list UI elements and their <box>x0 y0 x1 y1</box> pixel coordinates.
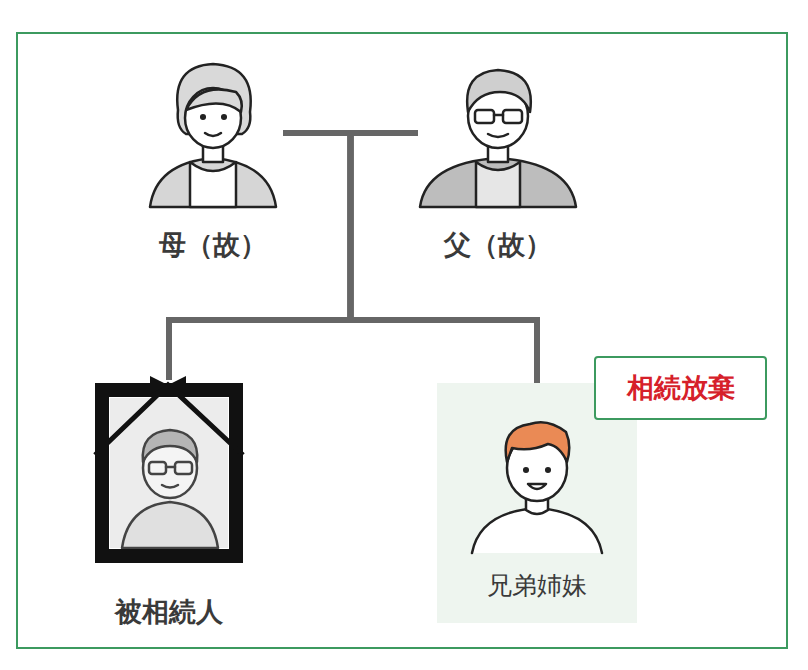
node-label: 父（故） <box>444 229 552 261</box>
node-label: 母（故） <box>159 229 267 261</box>
sibling-figure <box>472 422 602 553</box>
mourning-frame <box>95 376 243 556</box>
callout-box: 相続放棄 <box>594 356 767 420</box>
node-label: 相続放棄 <box>627 372 735 404</box>
mother-figure <box>150 64 276 207</box>
outer-frame <box>17 33 787 648</box>
father-figure <box>420 70 576 207</box>
person-node: 父（故） <box>418 55 578 265</box>
person-node: 母（故） <box>143 55 283 265</box>
node-label: 被相続人 <box>115 596 223 628</box>
node-label: 兄弟姉妹 <box>487 571 587 601</box>
deceased-node: 被相続人 <box>95 380 243 630</box>
